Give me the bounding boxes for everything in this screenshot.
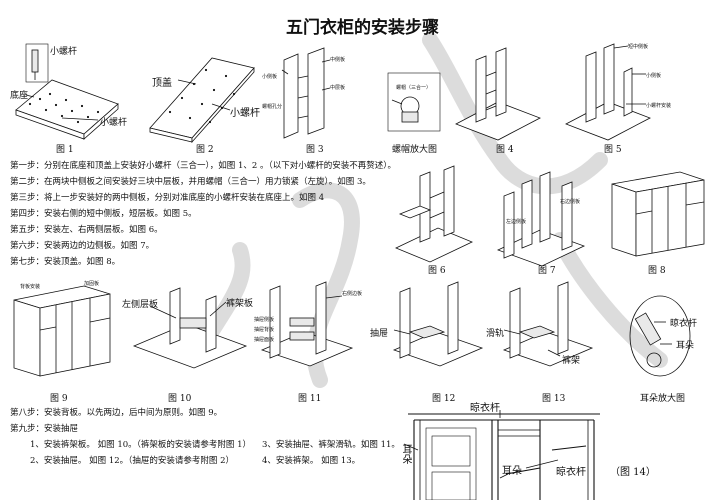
fig5-short-label: 短中侧板: [628, 44, 649, 50]
fig1-inset-label: 小螺杆: [50, 47, 78, 57]
substep-2: 2、安装抽屉。 如图 12。（抽屉的安装请参考附图 2）: [30, 456, 234, 466]
fig11-label-c: 抽屉背板: [254, 327, 275, 333]
fig10-caption: 图 10: [168, 394, 192, 404]
ear-label-b: 耳朵: [676, 341, 695, 351]
fig1-screw-label: 小螺杆: [100, 118, 128, 128]
fig8-caption: 图 8: [648, 266, 666, 276]
step-9: 第九步：安装抽屉: [10, 424, 79, 434]
fig13-label-b: 裤架: [562, 356, 581, 366]
fig3-caption: 图 3: [306, 145, 324, 155]
fig11-label-b: 抽屉侧板: [254, 317, 275, 323]
fig3-screw-label: 螺帽孔分: [262, 104, 283, 110]
substep-4: 4、安装裤架。 如图 13。: [262, 456, 361, 466]
fig3-mid-label: 中侧板: [330, 57, 346, 63]
fig6-caption: 图 6: [428, 266, 446, 276]
fig13-caption: 图 13: [542, 394, 566, 404]
fig14-top-label: 晾衣杆: [470, 403, 500, 414]
fig12-label: 抽屉: [370, 329, 389, 339]
fig1-caption: 图 1: [56, 145, 74, 155]
fig7-caption: 图 7: [538, 266, 556, 276]
fig3-small-label: 小侧板: [262, 74, 278, 80]
step-7: 第七步：安装顶盖。如图 8。: [10, 257, 121, 267]
substep-3: 3、安装抽屉、裤架滑轨。如图 11。: [262, 440, 400, 450]
fig11-caption: 图 11: [298, 394, 322, 404]
ear-label-a: 晾衣杆: [670, 319, 698, 329]
fig14-caption: （图 14）: [610, 467, 656, 478]
step-5: 第五步：安装左、右两侧层板。如图 6。: [10, 225, 163, 235]
fig2-top-label: 顶盖: [152, 78, 172, 89]
fig5-short2-label: 小侧板: [646, 73, 662, 79]
step-8: 第八步：安装背板。以先两边，后中间为原则。如图 9。: [10, 408, 223, 418]
fig9-caption: 图 9: [50, 394, 68, 404]
fig2-screw-label: 小螺杆: [230, 108, 260, 119]
step-3: 第三步：将上一步安装好的两中侧板，分别对准底座的小螺杆安装在底座上。如图 4: [10, 193, 325, 203]
nut-detail-label: 螺帽（三合一）: [396, 85, 432, 91]
fig10-right-label: 裤架板: [226, 299, 254, 309]
ear-detail-caption: 耳朵放大图: [640, 394, 686, 404]
step-6: 第六步：安装两边的边侧板。如图 7。: [10, 241, 155, 251]
fig5-caption: 图 5: [604, 145, 622, 155]
step-4: 第四步：安装右侧的短中侧板，短层板。如图 5。: [10, 209, 197, 219]
fig9-label-b: 加固板: [84, 281, 100, 287]
fig10-left-label: 左侧层板: [122, 300, 159, 310]
fig11-label-a: 右侧边板: [342, 291, 363, 297]
step-1: 第一步：分别在底座和顶盖上安装好小螺杆（三合一），如图 1、2 。（以下对小螺杆…: [10, 161, 396, 171]
fig12-caption: 图 12: [432, 394, 456, 404]
substep-1: 1、安装裤架板。 如图 10。（裤架板的安装请参考附图 1）: [30, 440, 251, 450]
fig4-caption: 图 4: [496, 145, 514, 155]
fig5-screw-label: 小螺杆安装: [646, 103, 672, 109]
fig1-base-label: 底座: [10, 91, 29, 101]
fig14-mid-label: 耳朵: [502, 466, 522, 477]
fig14-right-label: 晾衣杆: [556, 467, 586, 478]
fig13-label-a: 滑轨: [486, 329, 505, 339]
nut-detail-caption: 螺帽放大图: [392, 145, 438, 155]
page-title: 五门衣柜的安装步骤: [286, 18, 439, 38]
step-2: 第二步：在两块中侧板之间安装好三块中层板，并用螺帽（三合一）用力锁紧（左旋）。如…: [10, 177, 371, 187]
fig7-left-label: 左边侧板: [506, 219, 527, 225]
fig9-label-a: 背板安装: [20, 284, 41, 290]
fig7-right-label: 右边侧板: [560, 199, 581, 205]
fig2-caption: 图 2: [196, 145, 214, 155]
fig11-label-d: 抽屉面板: [254, 337, 275, 343]
fig3-mid2-label: 中层板: [330, 85, 346, 91]
fig14-left-label: 耳朵: [400, 444, 411, 464]
